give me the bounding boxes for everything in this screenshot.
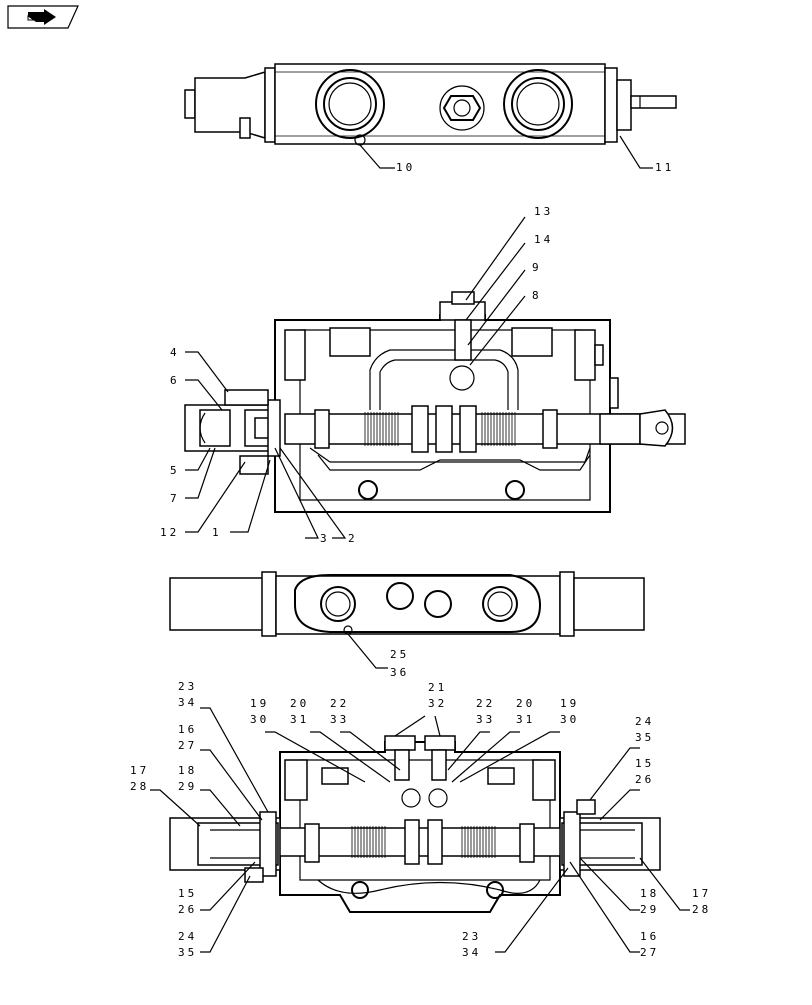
valve-section-a xyxy=(184,291,686,513)
callout-12: 12 xyxy=(160,526,179,539)
callout-2: 2 xyxy=(348,532,358,545)
callout-22-left: 22 xyxy=(330,697,349,710)
callout-22-right: 22 xyxy=(476,697,495,710)
callout-34-right: 34 xyxy=(462,946,481,959)
callout-14: 14 xyxy=(534,233,553,246)
callout-1: 1 xyxy=(212,526,222,539)
callout-10: 10 xyxy=(396,161,415,174)
callout-23-left: 23 xyxy=(178,680,197,693)
callout-24-left: 24 xyxy=(178,930,197,943)
callout-30-left: 30 xyxy=(250,713,269,726)
callout-15-right: 15 xyxy=(635,757,654,770)
callout-20-right: 20 xyxy=(516,697,535,710)
callout-17-right: 17 xyxy=(692,887,711,900)
callout-8: 8 xyxy=(532,289,542,302)
callout-11: 11 xyxy=(655,161,674,174)
leader-lines-section-a xyxy=(185,216,526,539)
callout-34-left: 34 xyxy=(178,696,197,709)
callout-28-left: 28 xyxy=(130,780,149,793)
forward-arrow-icon[interactable] xyxy=(7,5,79,29)
callout-18-left: 18 xyxy=(178,764,197,777)
callout-31-right: 31 xyxy=(516,713,535,726)
callout-29-right: 29 xyxy=(640,903,659,916)
callout-33-right: 33 xyxy=(476,713,495,726)
callout-36: 36 xyxy=(390,666,409,679)
callout-6: 6 xyxy=(170,374,180,387)
callout-21: 21 xyxy=(428,681,447,694)
callout-24-right: 24 xyxy=(635,715,654,728)
callout-17-left: 17 xyxy=(130,764,149,777)
callout-19-left: 19 xyxy=(250,697,269,710)
callout-5: 5 xyxy=(170,464,180,477)
callout-19-right: 19 xyxy=(560,697,579,710)
callout-25: 25 xyxy=(390,648,409,661)
valve-section-b xyxy=(169,735,661,913)
callout-15-left: 15 xyxy=(178,887,197,900)
callout-35-left: 35 xyxy=(178,946,197,959)
callout-29-left: 29 xyxy=(178,780,197,793)
callout-35-right: 35 xyxy=(635,731,654,744)
callout-7: 7 xyxy=(170,492,180,505)
callout-33-left: 33 xyxy=(330,713,349,726)
callout-32: 32 xyxy=(428,697,447,710)
callout-18-right: 18 xyxy=(640,887,659,900)
callout-31-left: 31 xyxy=(290,713,309,726)
leader-lines-bottom xyxy=(347,633,388,669)
callout-13: 13 xyxy=(534,205,553,218)
callout-28-right: 28 xyxy=(692,903,711,916)
callout-9: 9 xyxy=(532,261,542,274)
callout-16-left: 16 xyxy=(178,723,197,736)
valve-bottom-view xyxy=(169,571,645,637)
callout-26-right: 26 xyxy=(635,773,654,786)
callout-23-right: 23 xyxy=(462,930,481,943)
callout-26-left: 26 xyxy=(178,903,197,916)
leader-lines-section-b xyxy=(150,707,690,953)
leader-lines-top xyxy=(359,135,653,169)
callout-27-right: 27 xyxy=(640,946,659,959)
callout-16-right: 16 xyxy=(640,930,659,943)
callout-4: 4 xyxy=(170,346,180,359)
valve-top-view xyxy=(184,63,677,146)
callout-30-right: 30 xyxy=(560,713,579,726)
callout-27-left: 27 xyxy=(178,739,197,752)
callout-20-left: 20 xyxy=(290,697,309,710)
callout-3: 3 xyxy=(320,532,330,545)
